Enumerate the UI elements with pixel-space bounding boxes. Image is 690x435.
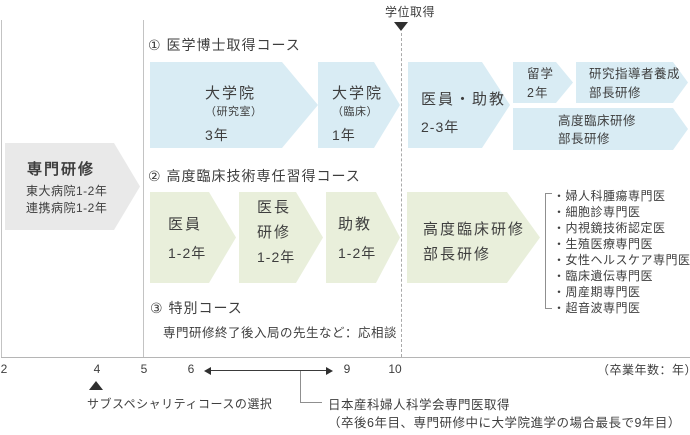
axis-unit-label: （卒業年数：年） [597, 363, 690, 377]
course2-label: ② 高度臨床技術専任習得コース [148, 168, 361, 184]
course1-label: ① 医学博士取得コース [148, 37, 301, 53]
grad-clinical-duration: 1年 [332, 127, 356, 143]
course2-staff-arrow: 医員 1-2年 [150, 192, 236, 283]
certification-line1: 日本産科婦人科学会専門医取得 [328, 398, 511, 412]
specialist-item: ・細胞診専門医 [553, 205, 641, 219]
chief-training-line1: 医長 [257, 199, 292, 216]
course2-staff-title: 医員 [168, 216, 203, 233]
course1-advanced-clinical-arrow: 高度臨床研修 部長研修 [513, 108, 688, 150]
frame-divider-line [143, 20, 144, 357]
specialist-item: ・女性ヘルスケア専門医 [553, 253, 690, 267]
chief-training-line3: 1-2年 [257, 249, 296, 265]
course2-advanced-clinical-line1: 高度臨床研修 [423, 221, 526, 238]
certification-line2: （卒後6年目、専門研修中に大学院進学の場合最長で9年目） [328, 416, 681, 430]
course2-chief-training-arrow: 医長 研修 1-2年 [239, 192, 323, 283]
chief-training-line2: 研修 [257, 224, 292, 241]
assistant-prof-duration: 1-2年 [338, 245, 377, 261]
course1-grad-clinical-arrow: 大学院 （臨床） 1年 [318, 62, 400, 148]
specialist-bracket-bottom-tick [545, 308, 552, 309]
course2-advanced-clinical-line2: 部長研修 [423, 246, 492, 263]
specialist-item: ・臨床遺伝専門医 [553, 269, 654, 283]
study-abroad-line1: 留学 [527, 67, 555, 81]
course2-advanced-clinical-arrow: 高度臨床研修 部長研修 [407, 192, 540, 283]
subspecialty-marker-icon [89, 381, 103, 390]
course3-note: 専門研修終了後入局の先生など：応相談 [163, 326, 398, 340]
grad-research-sub: （研究室） [205, 106, 263, 118]
specialist-list: ・婦人科腫瘍専門医 ・細胞診専門医 ・内視鏡技術認定医 ・生殖医療専門医 ・女性… [553, 188, 690, 316]
axis-tick-10: 10 [388, 362, 402, 376]
course1-advanced-clinical-line1: 高度臨床研修 [558, 114, 637, 128]
study-abroad-line2: 2年 [527, 86, 549, 100]
grad-clinical-sub: （臨床） [332, 106, 378, 118]
entry-line2: 連携病院1-2年 [26, 201, 108, 215]
research-leader-line1: 研究指導者養成 [589, 67, 681, 81]
specialist-bracket-line [545, 193, 546, 308]
grad-clinical-title: 大学院 [332, 85, 384, 102]
course1-advanced-clinical-line2: 部長研修 [558, 132, 611, 146]
entry-line1: 東大病院1-2年 [26, 184, 108, 198]
course2-assistant-prof-arrow: 助教 1-2年 [326, 192, 400, 283]
course2-staff-duration: 1-2年 [168, 245, 207, 261]
research-leader-line2: 部長研修 [589, 86, 642, 100]
staff-assistant-duration: 2-3年 [421, 119, 460, 135]
specialist-item: ・周産期専門医 [553, 285, 641, 299]
axis-tick-6: 6 [187, 362, 195, 376]
certification-connector-hline [300, 402, 322, 403]
range-arrow-line [208, 370, 330, 371]
course3-label: ③ 特別コース [150, 300, 243, 316]
degree-label: 学位取得 [385, 5, 436, 19]
axis-tick-5: 5 [140, 362, 148, 376]
certification-connector-vline [300, 371, 301, 403]
course1-research-leader-arrow: 研究指導者養成 部長研修 [576, 62, 688, 103]
grad-research-title: 大学院 [205, 85, 257, 102]
axis-tick-2: 2 [0, 362, 8, 376]
timeline-axis-line [1, 357, 690, 358]
specialist-item: ・内視鏡技術認定医 [553, 221, 666, 235]
specialist-item: ・生殖医療専門医 [553, 237, 654, 251]
axis-tick-4: 4 [93, 362, 101, 376]
assistant-prof-title: 助教 [338, 216, 373, 233]
grad-research-duration: 3年 [205, 127, 229, 143]
frame-left-line [1, 20, 2, 357]
range-arrow-left-icon [204, 367, 211, 375]
entry-arrow: 専門研修 東大病院1-2年 連携病院1-2年 [5, 143, 140, 230]
specialist-item: ・超音波専門医 [553, 301, 641, 315]
subspecialty-label: サブスペシャリティコースの選択 [87, 397, 273, 411]
specialist-item: ・婦人科腫瘍専門医 [553, 189, 666, 203]
degree-dashed-line [401, 33, 402, 357]
specialist-bracket-top-tick [545, 193, 552, 194]
course1-grad-research-arrow: 大学院 （研究室） 3年 [150, 62, 318, 148]
range-arrow-right-icon [326, 367, 333, 375]
entry-title: 専門研修 [27, 161, 96, 178]
staff-assistant-title: 医員・助教 [421, 91, 507, 108]
course1-staff-assistant-arrow: 医員・助教 2-3年 [408, 62, 510, 148]
course1-study-abroad-arrow: 留学 2年 [513, 62, 573, 103]
degree-marker-icon [394, 22, 408, 31]
axis-tick-9: 9 [343, 362, 351, 376]
